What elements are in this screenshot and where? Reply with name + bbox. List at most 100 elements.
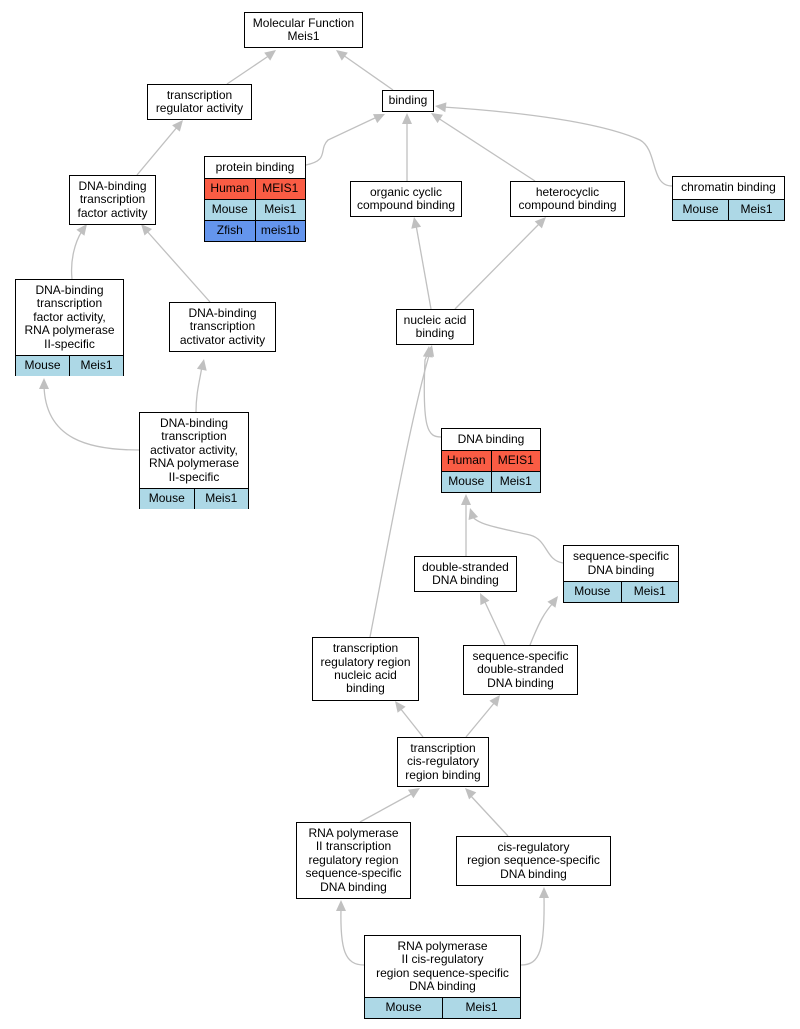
node-label: double-stranded DNA binding [422, 559, 509, 587]
node-binding[interactable]: binding [382, 90, 434, 112]
gene-cell: Meis1 [442, 997, 520, 1018]
annotation-row: Mouse Meis1 [16, 355, 123, 376]
node-dna-binding[interactable]: DNA binding Human MEIS1 Mouse Meis1 [441, 428, 541, 493]
annotation-row: Mouse Meis1 [205, 199, 305, 221]
edge-16 [369, 351, 431, 638]
gene-cell: Meis1 [620, 581, 678, 602]
edge-arrowhead-15 [468, 508, 479, 520]
gene-cell: Meis1 [69, 355, 123, 376]
edge-arrowhead-12 [196, 359, 207, 371]
edge-arrowhead-18 [547, 596, 558, 608]
node-molecular-function-meis1[interactable]: Molecular Function Meis1 [244, 12, 363, 48]
node-label: RNA polymerase II transcription regulato… [305, 825, 402, 894]
node-sequence-specific-dna-binding[interactable]: sequence-specific DNA binding Mouse Meis… [563, 545, 679, 603]
node-dna-binding-tf-activity-pol2-specific[interactable]: DNA-binding transcription factor activit… [15, 279, 124, 376]
node-organic-cyclic-compound-binding[interactable]: organic cyclic compound binding [350, 181, 462, 217]
annotation-table: Mouse Meis1 [673, 199, 784, 220]
node-label: DNA-binding transcription activator acti… [179, 305, 266, 347]
gene-cell: MEIS1 [254, 178, 305, 200]
species-cell: Mouse [205, 199, 255, 221]
edge-10 [454, 222, 541, 310]
edge-arrowhead-3 [373, 114, 385, 124]
edge-2 [136, 125, 179, 176]
edge-7 [70, 230, 83, 280]
node-label: chromatin binding [681, 180, 776, 195]
annotation-table: Mouse Meis1 [365, 997, 520, 1018]
gene-cell: Meis1 [728, 199, 784, 220]
node-label: DNA-binding transcription factor activit… [24, 282, 115, 351]
node-cis-regulatory-region-sequence-specific-dna-binding[interactable]: cis-regulatory region sequence-specific … [456, 836, 611, 886]
species-cell: Mouse [673, 199, 729, 220]
edge-6 [442, 106, 673, 187]
node-transcription-regulator-activity[interactable]: transcription regulator activity [147, 84, 252, 120]
edge-arrowhead-14 [461, 494, 471, 505]
node-label: sequence-specific double-stranded DNA bi… [472, 648, 569, 690]
node-protein-binding[interactable]: protein binding Human MEIS1 Mouse Meis1 … [204, 156, 306, 242]
annotation-table: Mouse Meis1 [564, 581, 678, 602]
species-cell: Mouse [365, 997, 443, 1018]
annotation-row: Mouse Meis1 [673, 199, 784, 220]
edge-arrowhead-7 [76, 224, 87, 236]
edge-24 [520, 894, 545, 966]
node-transcription-cis-regulatory-region-binding[interactable]: transcription cis-regulatory region bind… [397, 737, 489, 787]
node-rna-polymerase-ii-transcription-regulatory-region-ss-dna-binding[interactable]: RNA polymerase II transcription regulato… [296, 822, 411, 899]
annotation-table: Human MEIS1 Mouse Meis1 Zfish meis1b [205, 178, 305, 241]
species-cell: Human [442, 450, 491, 472]
edge-13 [423, 352, 442, 438]
edge-arrowhead-9 [411, 217, 422, 229]
edge-23 [340, 907, 365, 966]
edge-22 [469, 794, 509, 837]
edge-20 [465, 701, 496, 738]
annotation-table: Human MEIS1 Mouse Meis1 [442, 450, 540, 492]
annotation-table: Mouse Meis1 [16, 355, 123, 376]
gene-cell: Meis1 [254, 199, 305, 221]
edge-arrowhead-20 [489, 695, 500, 707]
edge-1 [342, 54, 394, 91]
edge-arrowhead-11 [39, 378, 49, 389]
edge-11 [43, 384, 140, 451]
node-dna-binding-transcription-activator-activity-pol2-specific[interactable]: DNA-binding transcription activator acti… [139, 412, 249, 509]
annotation-row: Human MEIS1 [205, 178, 305, 200]
edge-arrowhead-2 [172, 120, 183, 132]
node-label: transcription regulatory region nucleic … [320, 641, 411, 696]
node-sequence-specific-double-stranded-dna-binding[interactable]: sequence-specific double-stranded DNA bi… [463, 645, 578, 695]
node-transcription-regulatory-region-nucleic-acid-binding[interactable]: transcription regulatory region nucleic … [312, 637, 419, 701]
node-chromatin-binding[interactable]: chromatin binding Mouse Meis1 [672, 176, 785, 221]
node-heterocyclic-compound-binding[interactable]: heterocyclic compound binding [510, 181, 625, 217]
node-label: DNA-binding transcription factor activit… [77, 178, 148, 220]
node-dna-binding-transcription-factor-activity[interactable]: DNA-binding transcription factor activit… [69, 175, 156, 225]
node-nucleic-acid-binding[interactable]: nucleic acid binding [396, 309, 474, 345]
edge-arrowhead-4 [402, 113, 412, 124]
edge-19 [399, 707, 424, 738]
edge-12 [195, 365, 203, 413]
node-label: transcription regulator activity [155, 87, 244, 115]
edge-arrowhead-19 [395, 701, 406, 713]
node-label: heterocyclic compound binding [518, 184, 617, 212]
annotation-row: Mouse Meis1 [140, 488, 248, 509]
node-label: cis-regulatory region sequence-specific … [467, 839, 600, 881]
node-double-stranded-dna-binding[interactable]: double-stranded DNA binding [414, 556, 517, 592]
node-dna-binding-transcription-activator-activity[interactable]: DNA-binding transcription activator acti… [169, 302, 276, 352]
node-label: sequence-specific DNA binding [572, 549, 670, 577]
edge-8 [145, 229, 211, 303]
edge-18 [529, 602, 554, 646]
annotation-table: Mouse Meis1 [140, 488, 248, 509]
species-cell: Human [205, 178, 255, 200]
edge-15 [471, 515, 564, 564]
node-label: DNA-binding transcription activator acti… [148, 415, 240, 484]
node-label: transcription cis-regulatory region bind… [405, 740, 481, 782]
annotation-row: Mouse Meis1 [442, 471, 540, 492]
edge-17 [483, 599, 506, 646]
annotation-row: Zfish meis1b [205, 220, 305, 241]
edge-3 [305, 116, 378, 166]
species-cell: Mouse [564, 581, 621, 602]
edge-arrowhead-10 [534, 217, 546, 229]
gene-cell: meis1b [254, 220, 305, 241]
node-rna-polymerase-ii-cis-regulatory-region-ss-dna-binding[interactable]: RNA polymerase II cis-regulatory region … [364, 935, 521, 1019]
species-cell: Mouse [16, 355, 70, 376]
edge-arrowhead-24 [539, 887, 549, 898]
gene-cell: Meis1 [193, 488, 248, 509]
edge-9 [415, 224, 432, 310]
edge-arrowhead-5 [431, 113, 443, 124]
